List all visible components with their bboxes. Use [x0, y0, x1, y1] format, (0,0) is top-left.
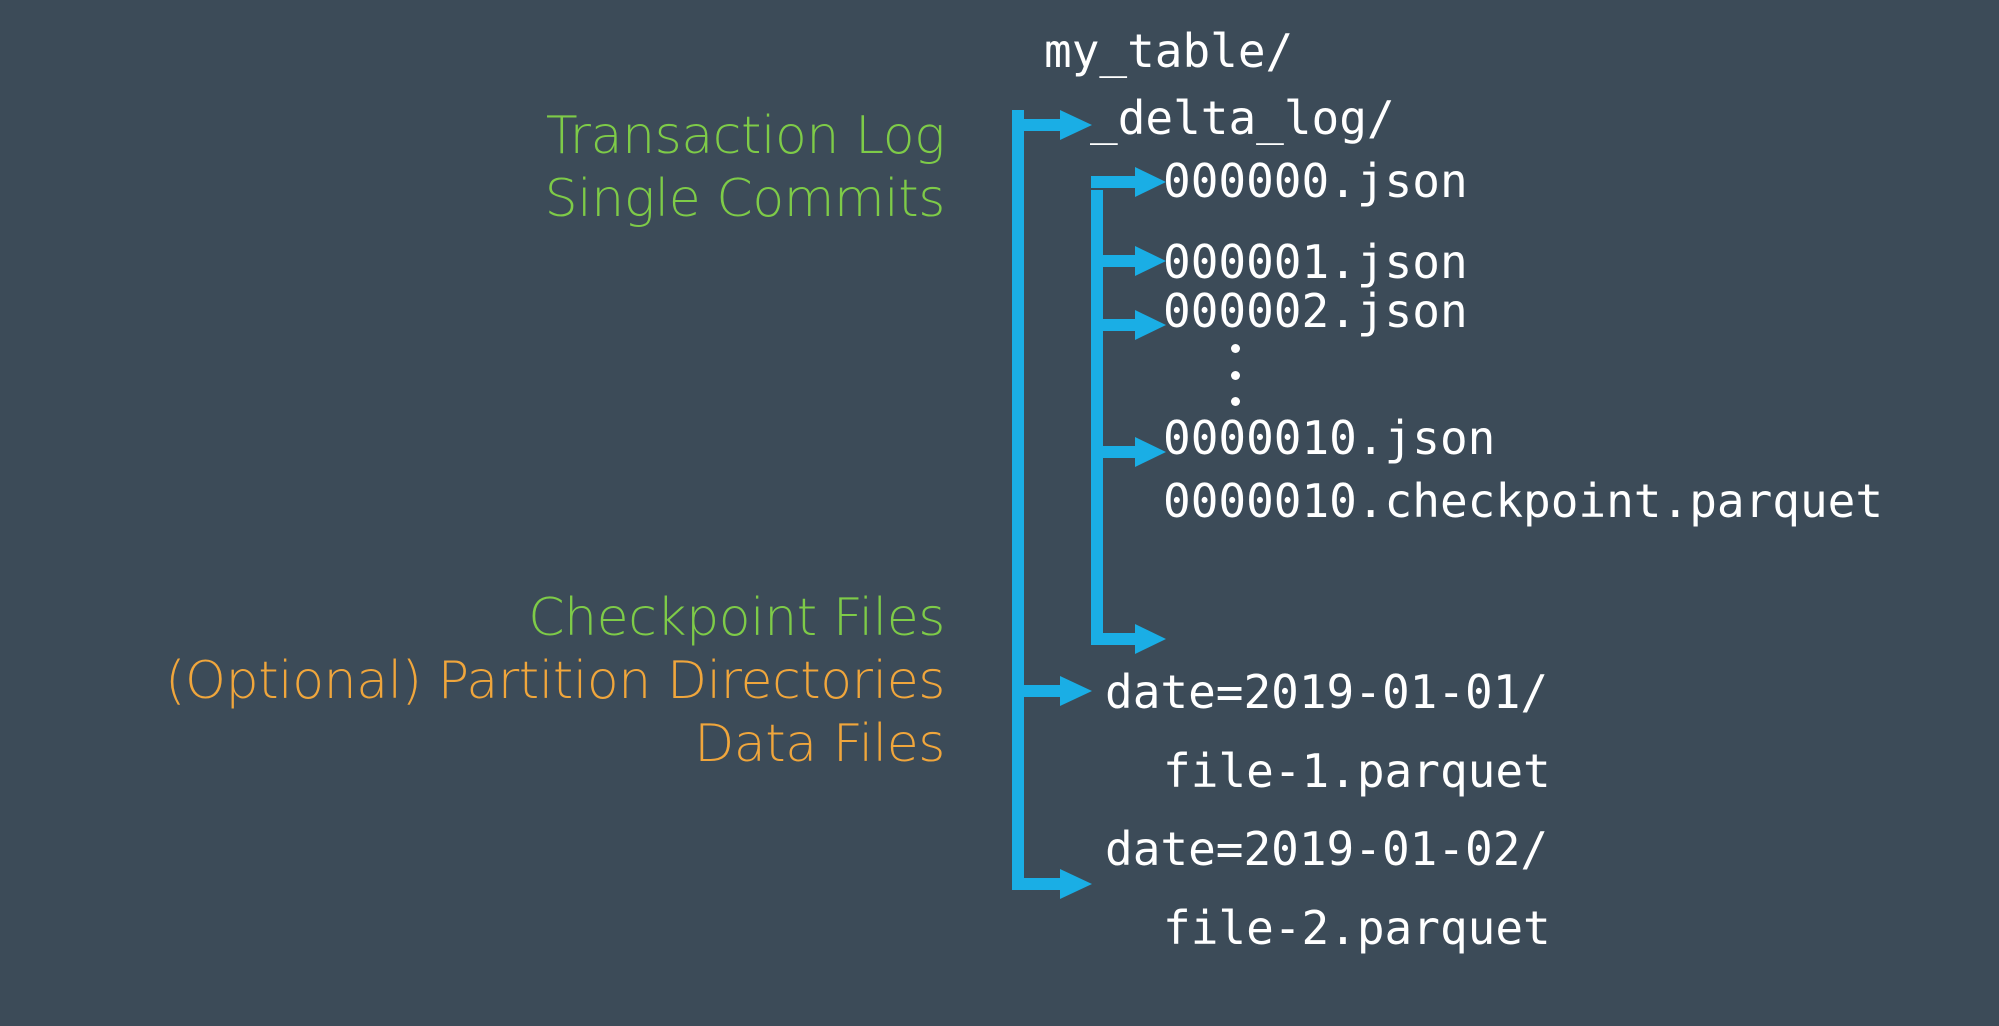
tree-node-commit-0000010: 0000010.json — [1163, 411, 1496, 465]
tree-node-data-file-2: file-2.parquet — [1163, 901, 1551, 955]
tree-node-commit-000000: 000000.json — [1163, 154, 1468, 208]
branch-arrow-commit-1 — [1091, 246, 1166, 276]
label-single-commits: Single Commits — [544, 169, 946, 229]
tree-node-delta-log-dir: _delta_log/ — [1090, 91, 1395, 145]
branch-arrow-partition-1 — [1012, 676, 1092, 706]
branch-arrow-partition-2 — [1012, 869, 1092, 899]
tree-node-data-file-1: file-1.parquet — [1163, 744, 1551, 798]
branch-arrow-commit-2 — [1091, 310, 1166, 340]
tree-node-commit-000001: 000001.json — [1163, 235, 1468, 289]
label-transaction-log: Transaction Log — [545, 106, 945, 166]
branch-arrow-commit-0 — [1091, 167, 1166, 197]
trunk-inner — [1091, 190, 1103, 645]
tree-node-partition-2019-01-02: date=2019-01-02/ — [1105, 822, 1549, 876]
branch-arrow-delta-log — [1012, 110, 1092, 140]
tree-node-root: my_table/ — [1044, 24, 1294, 78]
label-data-files: Data Files — [694, 714, 945, 774]
label-partition-directories: (Optional) Partition Directories — [165, 651, 945, 711]
trunk-outer — [1012, 110, 1024, 890]
branch-arrow-checkpoint — [1091, 624, 1166, 654]
tree-node-checkpoint-parquet: 0000010.checkpoint.parquet — [1163, 474, 1884, 528]
label-checkpoint-files: Checkpoint Files — [528, 588, 945, 648]
tree-node-partition-2019-01-01: date=2019-01-01/ — [1105, 665, 1549, 719]
vertical-ellipsis-icon — [1228, 344, 1242, 406]
tree-node-commit-000002: 000002.json — [1163, 284, 1468, 338]
branch-arrow-commit-10 — [1091, 437, 1166, 467]
